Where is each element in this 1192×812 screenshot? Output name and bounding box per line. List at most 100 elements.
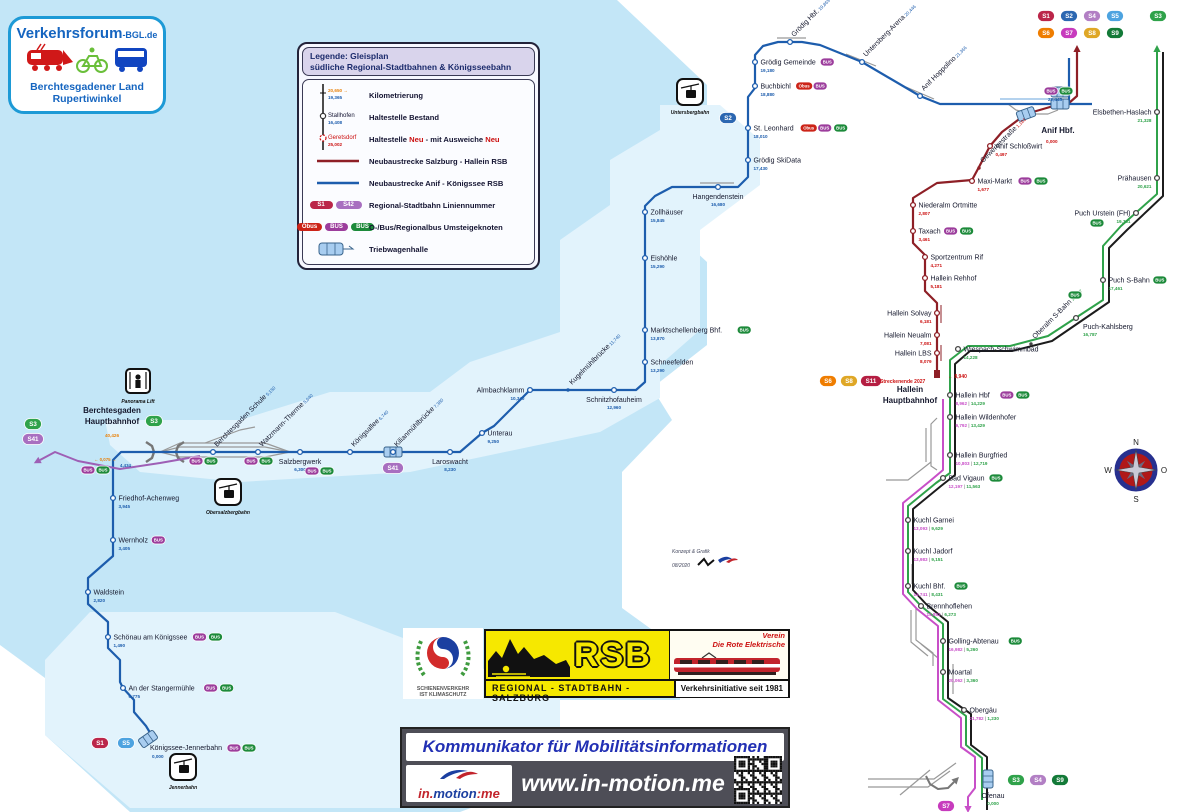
rsb-subtitle: REGIONAL - STADTBAHN - SALZBURG [492,683,631,703]
map-text: S9 [1111,30,1119,37]
badge-s42: S42 [335,201,362,209]
inmotion-logo[interactable]: in.motion:me [406,765,512,802]
km-label: 19,180 [761,68,775,73]
map-text: BUS [1070,293,1079,298]
km-label: 20,621 [1137,184,1151,189]
line-arrowhead [964,806,972,812]
station-name: Laroswacht [432,459,468,466]
triebwagenhalle-icon [982,769,994,789]
badge-bus: BUS [203,683,218,693]
km-label: 7,081 [920,341,932,346]
km-label: 6,300 [294,467,306,472]
map-text: S [1133,495,1138,504]
svg-text:Stallhofen: Stallhofen [328,113,355,119]
km-label: 17,430 [754,166,768,171]
km-label: 16,982 | 5,260 [949,647,979,652]
km-label: 4,271 [931,263,943,268]
km-label: 12,960 [607,405,621,410]
ofenau-turn-arrow [925,775,955,790]
km-label: 40,426 [105,433,119,438]
badge-s8: S8 [1083,27,1101,39]
km-label: 14,741 | 8,431 [914,592,944,597]
badge-bus: BUS [1043,86,1059,96]
badge-bus: BUS [325,223,348,231]
badge-bus: BUS [817,123,833,133]
badge-bus: BUS [1015,390,1031,400]
badge-bus: BUS [258,456,274,466]
station-name: Berchtesgaden [83,406,141,415]
badge-obus: Obus [795,81,814,91]
badge-bus: BUS [203,456,219,466]
sbahn-black [912,52,1164,810]
inmotion-url[interactable]: www.in-motion.me [521,770,725,796]
station-gr-dig-hbf: Grödig Hbf. 19,865 [786,0,832,46]
badge-s3: S3 [1149,10,1167,22]
map-text: BUS [1018,393,1027,398]
map-text: S1 [96,740,104,747]
map-text: S7 [1065,30,1073,37]
station-name: Anif Schloßwirt [996,144,1043,151]
station-name: Golling-Abtenau [949,639,999,646]
badge-bus: BUS [943,226,958,236]
km-label: 9,250 [488,439,500,444]
km-label: 14,228 [964,355,978,360]
km-label: 0,775 [129,694,141,699]
km-label: 8,230 [444,467,456,472]
station-marktschellenberg-bhf: Marktschellenberg Bhf.13,870 [641,326,722,341]
km-label: 3,945 [119,504,131,509]
ofenau-junction-2 [868,770,951,788]
kommunikator-headline: Kommunikator für Mobilitätsinformationen [406,733,784,761]
station-name: An der Stangermühle [129,686,195,693]
triebwagenhalle-icon [1015,106,1037,122]
hallein-siding-1 [930,417,938,471]
annotation: 22,445 [1048,97,1062,102]
station-name: Grödig SkiData [754,158,802,165]
badge-s6: S6 [819,375,837,387]
annotation: 08/2020 [672,563,690,569]
station-name: Hauptbahnhof [883,396,938,405]
map-text: BUS [1002,393,1011,398]
badge-bus: BUS [1152,275,1168,285]
badge-s3: S3 [145,415,163,427]
map-text: S4 [1088,13,1096,20]
km-label: 16,787 [1083,332,1097,337]
km-label: 13,093 | 9,629 [914,526,944,531]
badge-s3: S3 [24,418,42,430]
map-text: BUS [1036,179,1045,184]
station-name: Bad Vigaun [949,476,985,483]
golling-siding-2 [910,610,929,657]
badge-s41: S41 [22,433,44,445]
hallein-hook [886,461,932,481]
annotation: Streckenende 2027 [880,379,926,385]
km-label: 0,497 [996,152,1008,157]
station-name: Schneefelden [651,360,694,367]
map-text: BUS [83,468,92,473]
lift-icon: Panorama Lift [121,368,155,405]
map-text: S9 [1056,777,1064,784]
badge-s1: S1 [309,201,333,209]
station-name: Puch Urstein (FH) [1074,211,1130,218]
map-text: BUS [836,126,845,131]
annotation: 4,434 [120,463,132,468]
cablecar-icon: Jennerbahn [169,753,197,791]
signature-icon [697,556,738,567]
transport-mode-icons [27,43,147,73]
verkehrsforum-logo[interactable]: Verkehrsforum-BGL.de Berchtes [8,16,166,114]
annotation: Anif Hbf. [1041,126,1074,135]
annotation: ← 8,940 [948,374,967,380]
